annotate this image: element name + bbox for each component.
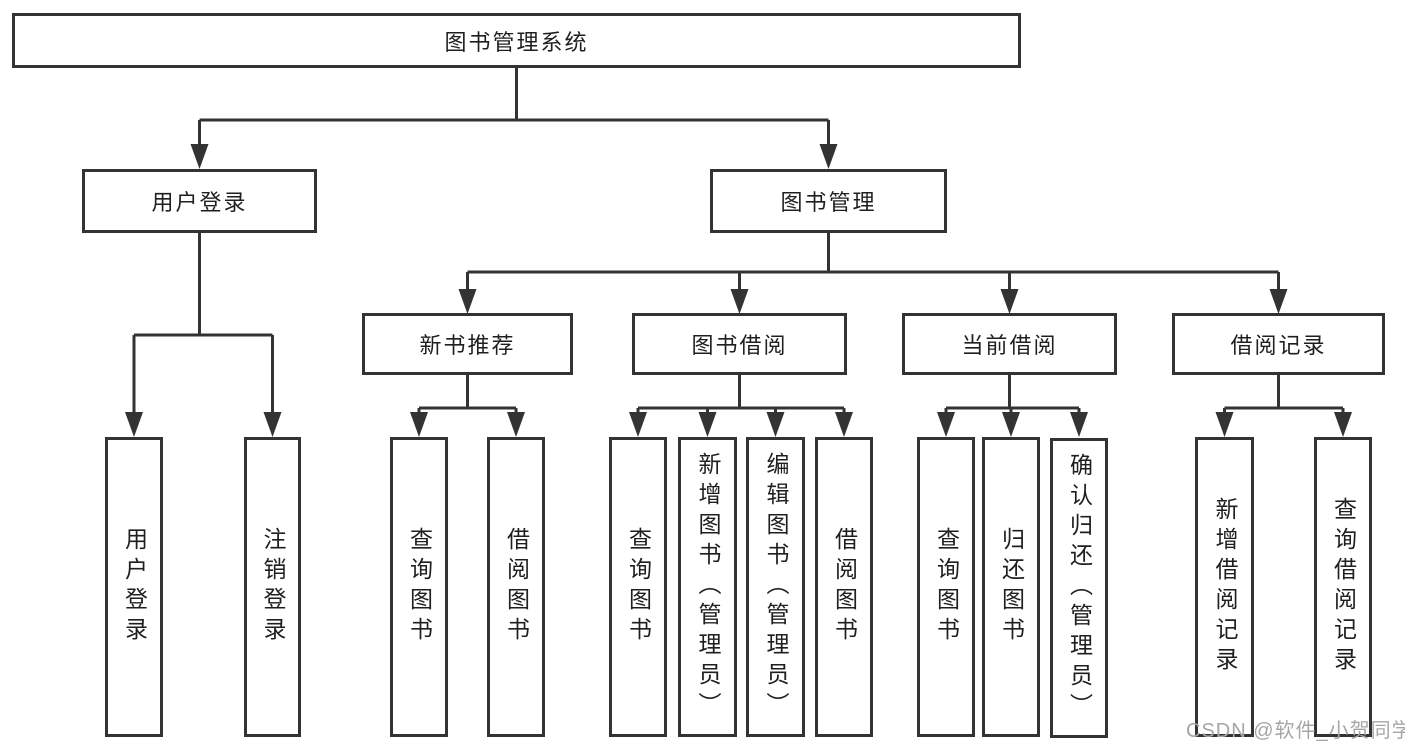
node-label: 用户登录 — [121, 527, 148, 647]
node-label: 新增借阅记录 — [1212, 497, 1238, 677]
watermark: CSDN @软件_小贺同学 — [1186, 720, 1405, 742]
leaf-query-books-borrowing: 查询图书 — [609, 437, 667, 737]
node-library-management-system: 图书管理系统 — [12, 13, 1021, 68]
leaf-user-login: 用户登录 — [105, 437, 163, 737]
leaf-add-book-admin: 新增图书（管理员） — [678, 437, 737, 737]
node-user-login: 用户登录 — [82, 169, 317, 233]
leaf-query-books-current: 查询图书 — [917, 437, 975, 737]
node-label: 图书管理系统 — [444, 29, 589, 55]
node-book-borrowing: 图书借阅 — [632, 313, 847, 375]
node-label: 查询借阅记录 — [1330, 497, 1357, 677]
leaf-query-borrow-record: 查询借阅记录 — [1314, 437, 1372, 737]
node-borrowing-records: 借阅记录 — [1172, 313, 1385, 375]
node-label: 编辑图书（管理员） — [763, 452, 789, 722]
node-current-borrowing: 当前借阅 — [902, 313, 1117, 375]
leaf-confirm-return-admin: 确认归还（管理员） — [1050, 438, 1108, 738]
leaf-add-borrow-record: 新增借阅记录 — [1195, 437, 1254, 737]
leaf-return-books: 归还图书 — [982, 437, 1040, 737]
node-label: 查询图书 — [406, 527, 433, 647]
node-label: 当前借阅 — [961, 333, 1058, 358]
leaf-logout: 注销登录 — [244, 437, 301, 737]
node-label: 图书管理 — [780, 190, 877, 215]
leaf-borrow-books-borrowing: 借阅图书 — [815, 437, 873, 737]
leaf-borrow-books-recommend: 借阅图书 — [487, 437, 545, 737]
node-label: 用户登录 — [151, 190, 248, 215]
leaf-query-books-recommend: 查询图书 — [390, 437, 448, 737]
node-label: 查询图书 — [933, 527, 960, 647]
node-label: 注销登录 — [260, 527, 286, 647]
node-label: 查询图书 — [625, 527, 652, 647]
node-new-book-recommend: 新书推荐 — [362, 313, 573, 375]
node-label: 归还图书 — [998, 527, 1025, 647]
node-label: 借阅记录 — [1230, 333, 1327, 358]
node-book-management: 图书管理 — [710, 169, 947, 233]
node-label: 借阅图书 — [831, 527, 858, 647]
node-label: 新书推荐 — [419, 333, 516, 358]
node-label: 确认归还（管理员） — [1066, 453, 1093, 723]
node-label: 新增图书（管理员） — [695, 452, 721, 722]
node-label: 借阅图书 — [503, 527, 530, 647]
node-label: 图书借阅 — [691, 333, 788, 358]
leaf-edit-book-admin: 编辑图书（管理员） — [746, 437, 805, 737]
